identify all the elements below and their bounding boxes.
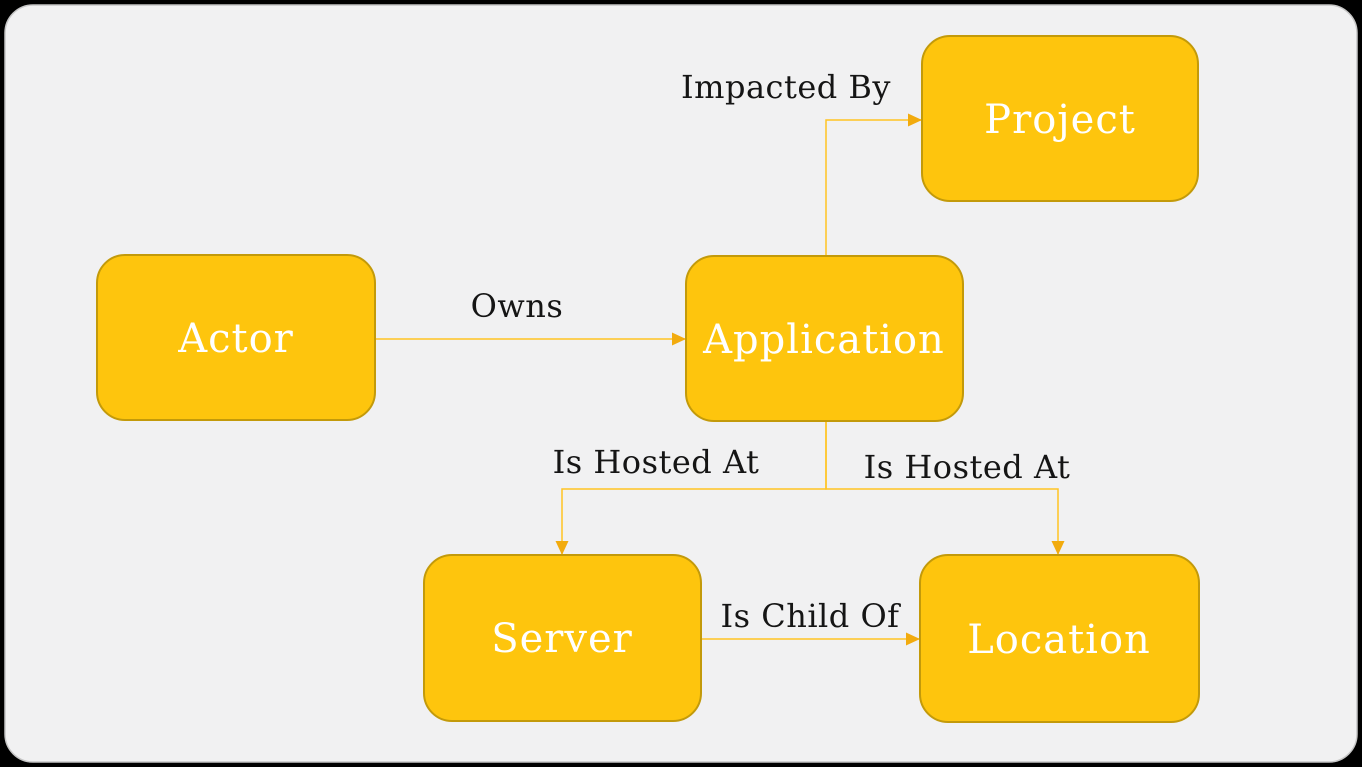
node-project-box: [921, 35, 1199, 202]
node-application-box: [685, 255, 964, 422]
node-actor-label: Actor: [177, 316, 294, 362]
node-server-label: Server: [491, 616, 633, 662]
nodes: Actor Application Project Server Locatio…: [96, 35, 1200, 723]
edge-label-is-child-of: Is Child Of: [720, 597, 901, 635]
node-actor-box: [96, 254, 376, 421]
edge-labels: Owns Impacted By Is Hosted At Is Hosted …: [471, 68, 1071, 635]
node-server: Server: [423, 554, 702, 722]
node-project-label: Project: [984, 97, 1136, 143]
node-location: Location: [919, 554, 1200, 723]
edges: [375, 113, 1065, 646]
edge-label-is-hosted-at-right: Is Hosted At: [864, 448, 1071, 486]
node-project: Project: [921, 35, 1199, 202]
edge-label-impacted-by: Impacted By: [681, 68, 891, 106]
edge-label-owns: Owns: [471, 287, 564, 325]
node-location-label: Location: [967, 617, 1151, 663]
node-application-label: Application: [702, 317, 945, 363]
node-location-box: [919, 554, 1200, 723]
node-actor: Actor: [96, 254, 376, 421]
node-server-box: [423, 554, 702, 722]
edge-application-hosted-at-location: [825, 421, 1065, 555]
node-application: Application: [685, 255, 964, 422]
edge-label-is-hosted-at-left: Is Hosted At: [553, 443, 760, 481]
edge-application-impacted-by-project: [825, 113, 922, 256]
